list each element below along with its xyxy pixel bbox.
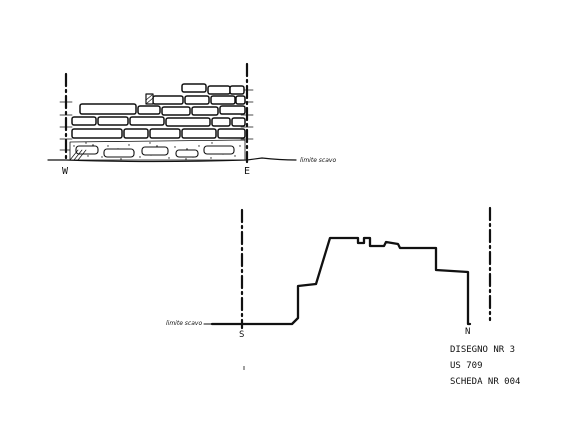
section-excavation-limit-label: limite scavo (166, 320, 202, 327)
elevation-compass-left: W (62, 166, 69, 177)
section-profile (203, 206, 492, 330)
lower-left-hatch (69, 149, 87, 161)
title-block: DISEGNO NR 3 US 709 SCHEDA NR 004 (450, 345, 520, 387)
drawing-number: DISEGNO NR 3 (450, 345, 515, 355)
base-stones (75, 145, 235, 158)
masonry-stones (71, 83, 246, 139)
elevation-excavation-limit-label: limite scavo (300, 157, 336, 164)
elevation-compass-right: E (244, 166, 250, 177)
section-compass-left: S (239, 330, 244, 340)
top-notch (145, 93, 154, 105)
wall-elevation (47, 62, 297, 164)
elevation-ground-line (47, 157, 297, 163)
section-profile-line (210, 236, 472, 326)
us-number: US 709 (450, 361, 483, 371)
section-compass-right: N (465, 327, 470, 337)
sheet-number: SCHEDA NR 004 (450, 377, 520, 387)
